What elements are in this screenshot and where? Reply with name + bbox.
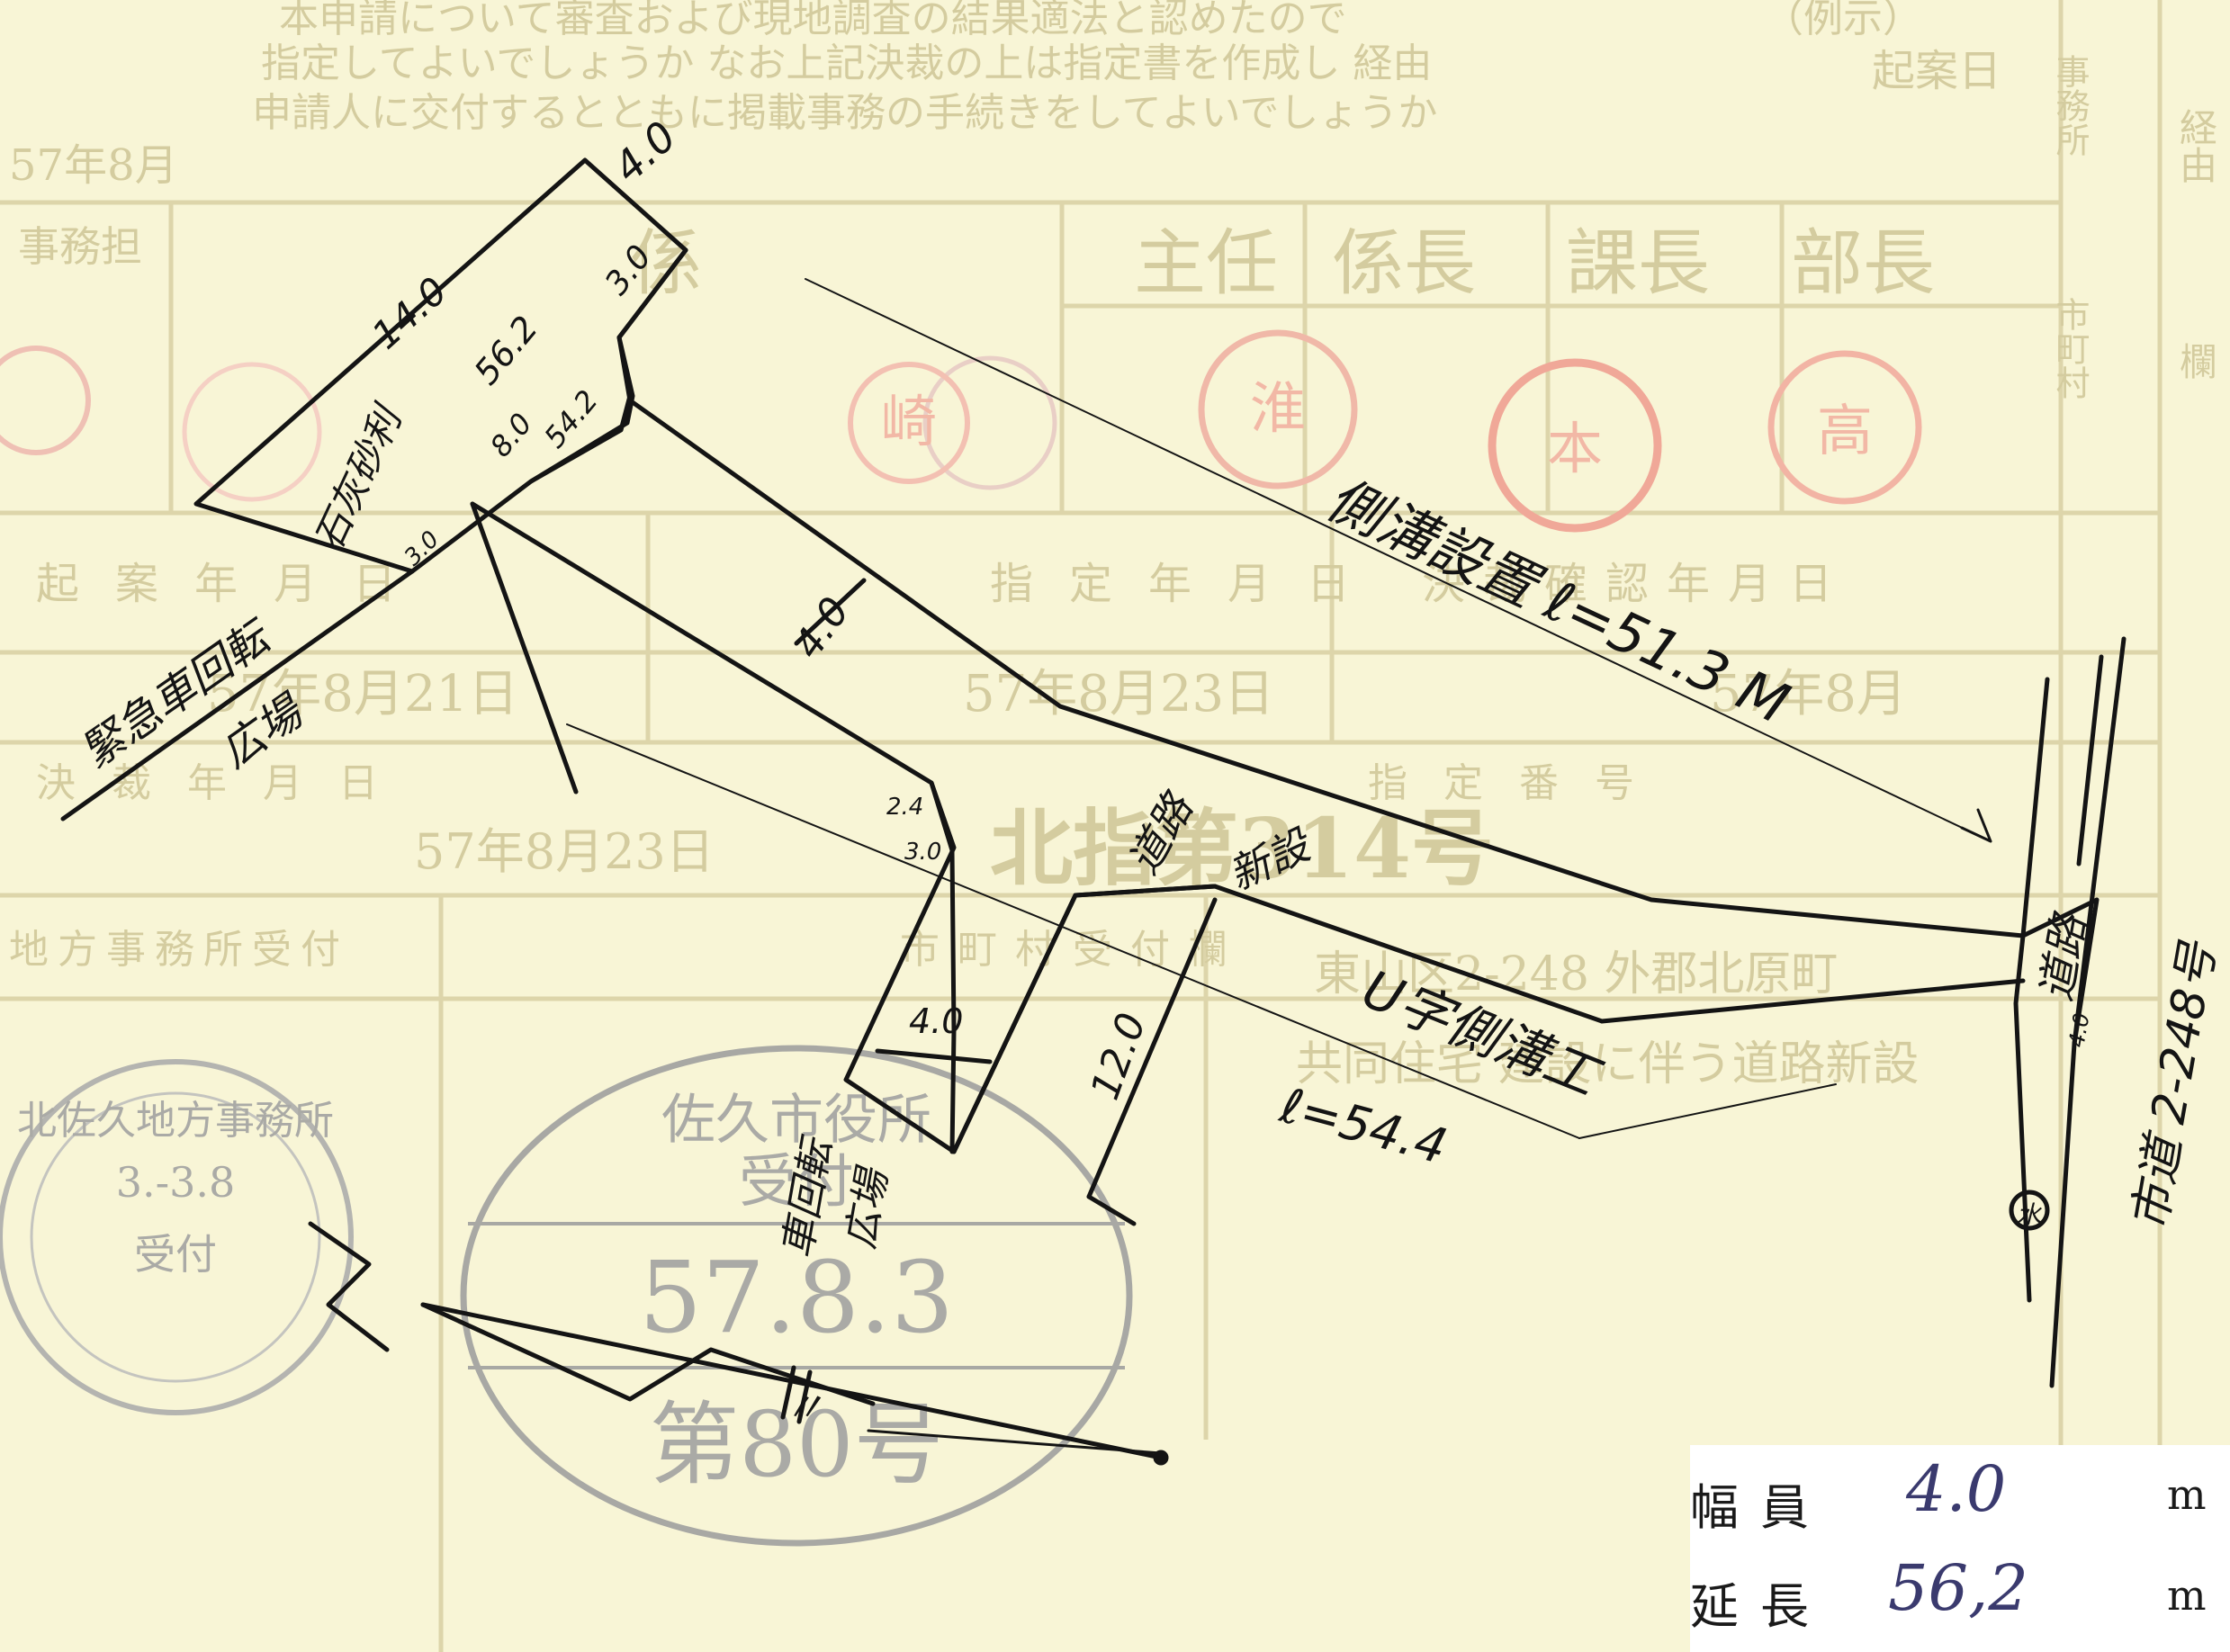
application-purpose: 共同住宅 建設に伴う道路新設 xyxy=(1296,1037,1920,1091)
header-notice-line-1: 本申請について審査および現地調査の結果適法と認めたので xyxy=(279,0,1347,41)
width-label: 幅員 xyxy=(1690,1479,1830,1536)
second-row-value-1: 57年8月23日 xyxy=(414,823,715,880)
width-value: 4.0 xyxy=(1906,1452,2007,1526)
side-ditch-leader xyxy=(805,278,1992,842)
svg-text:受付: 受付 xyxy=(134,1230,217,1279)
water-valve-symbol xyxy=(2009,1190,2050,1231)
seal-stamp-5 xyxy=(848,362,970,484)
dim-small-a: 2.4 xyxy=(886,794,923,821)
length-label: 延長 xyxy=(1690,1578,1830,1635)
svg-text:第80号: 第80号 xyxy=(649,1392,943,1497)
seal-stamp-7 xyxy=(182,362,322,502)
branch-road-outline xyxy=(843,780,1218,1154)
date-row-value-3: 57年8月 xyxy=(1710,665,1907,723)
approval-col-2: 課長 xyxy=(1566,221,1710,305)
application-address: 東山区2-248 外郡北原町 xyxy=(1314,947,1838,1001)
road-layout-sketch xyxy=(60,157,2127,1466)
date-row-label-3: 決裁確認年月日 xyxy=(1422,559,1850,609)
break-marker: 〃 xyxy=(783,1383,824,1432)
header-side-text: 起案日 xyxy=(1872,46,2001,96)
receipt-label-2: 地方事務所受付 xyxy=(9,927,349,973)
junction-label: 道路 xyxy=(2031,908,2097,1005)
side-label-3: 経由 xyxy=(2174,108,2218,184)
svg-text:淮: 淮 xyxy=(1250,375,1306,441)
dim-small-b: 3.0 xyxy=(904,839,941,866)
svg-text:57.8.3: 57.8.3 xyxy=(639,1240,954,1355)
designation-number: 北指第314号 xyxy=(990,800,1494,897)
length-unit: m xyxy=(2167,1571,2207,1620)
date-row-value-1: 57年8月21日 xyxy=(207,665,518,723)
junction-num: 4.0 xyxy=(2064,1011,2094,1049)
water-label: 水 xyxy=(2016,1200,2043,1230)
existing-road-left-edge xyxy=(2013,677,2050,1303)
header-notice-line-2: 指定してよいでしょうか なお上記決裁の上は指定書を作成し 経由 xyxy=(261,40,1432,86)
dim-branch-width: 4.0 xyxy=(909,1001,963,1041)
svg-text:受付: 受付 xyxy=(739,1149,854,1216)
dim-inner-width: 8.0 xyxy=(483,407,539,463)
width-unit: m xyxy=(2167,1470,2207,1519)
header-paren: （例示） xyxy=(1764,0,1922,41)
date-row-label-1: 起案年月日 xyxy=(36,559,432,609)
seal-stamp-1 xyxy=(1198,329,1358,489)
existing-road-label: 市道 2-248号 xyxy=(2123,936,2227,1235)
approval-col-4: 主任 xyxy=(1134,221,1278,305)
office-label: 事務担 xyxy=(18,222,142,271)
dim-branch-length: 12.0 xyxy=(1082,1007,1155,1106)
side-label-2: 事務所 xyxy=(2050,54,2090,157)
date-row-value-2: 57年8月23日 xyxy=(963,665,1274,723)
side-label-4: 欄 xyxy=(2174,342,2218,380)
dim-road-width: 4.0 xyxy=(785,589,859,668)
approval-seals: 淮 本 高 崎 佐久市役所 受付 57.8.3 第80号 北佐久地方事務所 3.… xyxy=(0,329,1922,1547)
svg-text:北佐久地方事務所: 北佐久地方事務所 xyxy=(17,1098,334,1144)
svg-text:本: 本 xyxy=(1547,416,1603,481)
main-road-upper-edge xyxy=(616,335,2026,938)
side-label-1: 市町村 xyxy=(2050,297,2090,400)
turnaround-label: 石灰砂利 xyxy=(306,398,412,557)
header-notice-line-3: 申請人に交付するとともに掲載事務の手続きをしてよいでしょうか xyxy=(252,90,1437,136)
svg-text:3.-3.8: 3.-3.8 xyxy=(116,1158,236,1207)
seal-stamp-6 xyxy=(0,346,91,455)
svg-text:高: 高 xyxy=(1817,398,1873,463)
header-date: 57年8月 xyxy=(9,140,178,191)
svg-text:崎: 崎 xyxy=(881,389,937,454)
receipt-stamp-round xyxy=(0,1059,354,1415)
svg-text:佐久市役所: 佐久市役所 xyxy=(661,1089,931,1152)
receipt-stamp-oval xyxy=(460,1045,1133,1547)
length-value: 56,2 xyxy=(1888,1551,2028,1625)
second-row-label-2: 指定番号 xyxy=(1368,760,1670,806)
summary-fields: 幅員 4.0 m 延長 56,2 m xyxy=(1690,1445,2230,1652)
seal-stamp-4 xyxy=(1767,350,1922,505)
date-row-label-2: 指定年月日 xyxy=(990,559,1386,609)
dim-total-length: 56.2 xyxy=(466,309,545,392)
turnaround-area-outline xyxy=(193,157,688,574)
seal-stamp-3 xyxy=(1488,358,1662,533)
seal-stamp-2 xyxy=(922,355,1057,490)
approval-col-1: 部長 xyxy=(1791,221,1935,305)
approval-col-3: 係長 xyxy=(1332,221,1476,305)
